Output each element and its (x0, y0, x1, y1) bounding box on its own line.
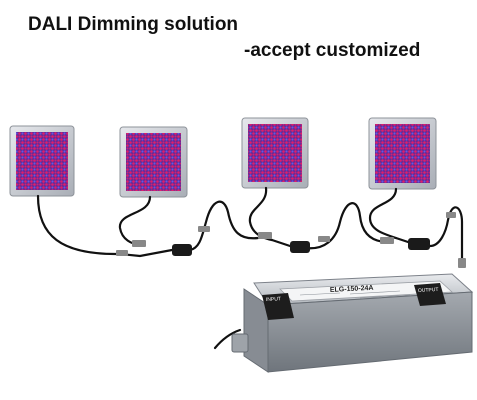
driver-input-label: INPUT (266, 296, 281, 303)
cable-connectors (116, 212, 466, 268)
led-driver (231, 273, 474, 373)
page-title: DALI Dimming solution (28, 14, 239, 35)
led-panel-1 (9, 125, 75, 197)
driver-model-label: ELG-150-24A (330, 285, 374, 294)
led-panel-3 (241, 117, 309, 189)
led-panel-4 (368, 117, 437, 190)
led-panel-2 (119, 126, 188, 198)
driver-output-label: OUTPUT (418, 287, 439, 294)
page-subtitle: -accept customized (244, 40, 421, 61)
